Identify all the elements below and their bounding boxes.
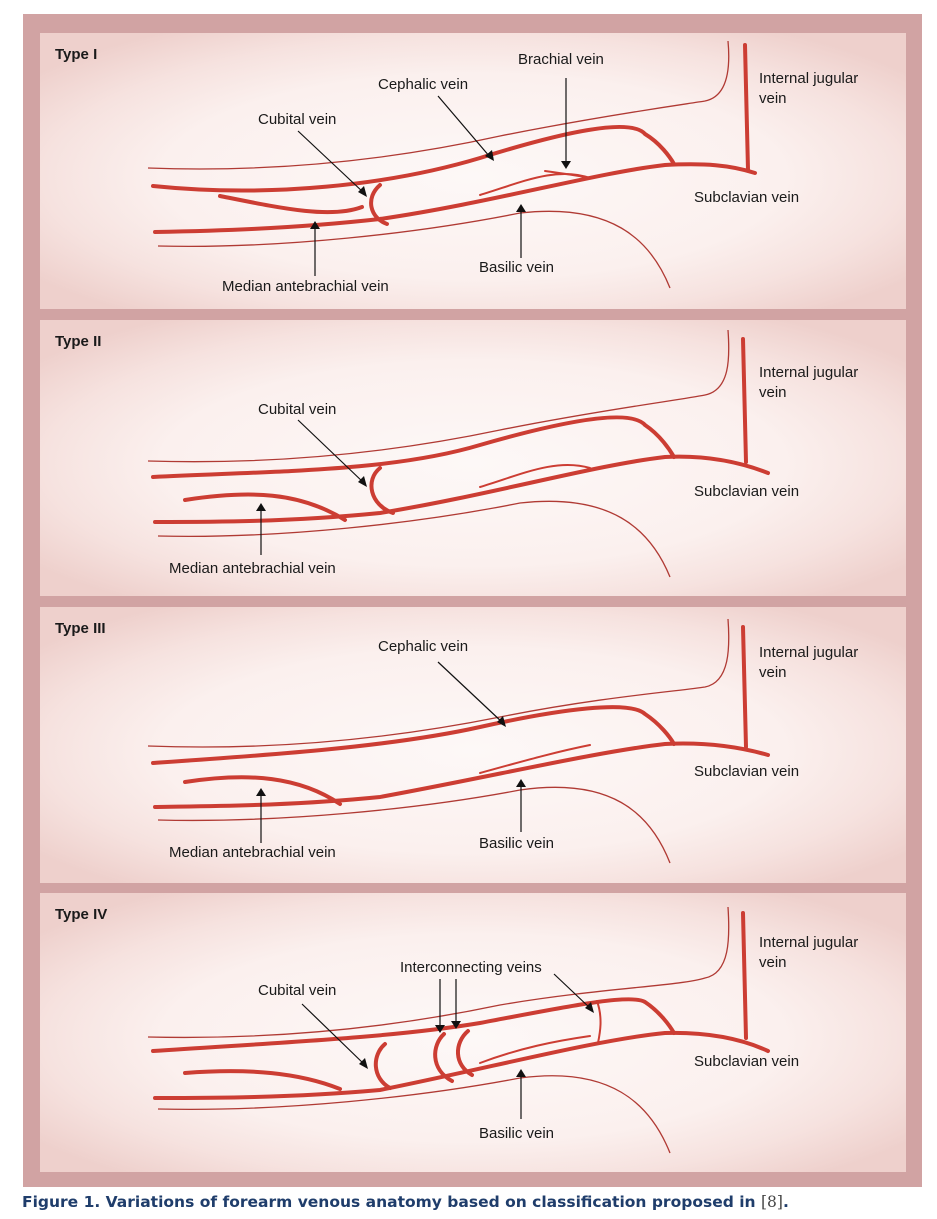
label-basilic-vein: Basilic vein: [479, 1124, 554, 1144]
label-subclavian-vein: Subclavian vein: [694, 762, 799, 782]
cubital-vein: [371, 468, 393, 513]
figure-caption: Figure 1. Variations of forearm venous a…: [22, 1193, 789, 1211]
label-internal-jugular-vein: Internal jugular vein: [759, 643, 889, 683]
label-subclavian-vein: Subclavian vein: [694, 188, 799, 208]
arrow-cubital: [359, 1058, 368, 1069]
arrow-cephalic: [485, 150, 494, 161]
vein-diagram-type-2: [40, 320, 906, 596]
label-cephalic-vein: Cephalic vein: [378, 637, 468, 657]
label-subclavian-vein: Subclavian vein: [694, 1052, 799, 1072]
leader-cephalic: [438, 96, 490, 157]
leader-cephalic: [438, 662, 503, 723]
median-antebrachial-vein: [220, 196, 362, 212]
arm-outline-lower: [158, 1076, 670, 1153]
internal-jugular-vein: [743, 913, 746, 1038]
label-subclavian-vein: Subclavian vein: [694, 482, 799, 502]
internal-jugular-vein: [745, 45, 748, 170]
caption-text: Figure 1. Variations of forearm venous a…: [22, 1193, 756, 1211]
caption-reference[interactable]: [8]: [761, 1193, 783, 1211]
label-median-antebrachial-vein: Median antebrachial vein: [169, 559, 336, 579]
arrow-median: [256, 788, 266, 796]
label-interconnecting-veins: Interconnecting veins: [400, 958, 542, 978]
label-cephalic-vein: Cephalic vein: [378, 75, 468, 95]
subclavian-vein: [155, 164, 755, 232]
arrow-basilic: [516, 204, 526, 212]
label-cubital-vein: Cubital vein: [258, 981, 336, 1001]
arrow-brachial: [561, 161, 571, 169]
arrow-basilic: [516, 779, 526, 787]
internal-jugular-vein: [743, 627, 746, 747]
panel-type-2: Type II Cubital vein Internal jugular ve…: [40, 320, 906, 596]
leader-cubital: [298, 131, 364, 193]
arm-outline-upper: [148, 330, 729, 462]
leader-cubital: [302, 1004, 365, 1065]
interconnecting-vein-3: [597, 1001, 601, 1043]
brachial-vein: [480, 174, 590, 195]
leader-interconnecting-3: [554, 974, 591, 1009]
subclavian-vein: [155, 744, 768, 807]
label-basilic-vein: Basilic vein: [479, 258, 554, 278]
type-label: Type I: [55, 46, 97, 63]
interconnecting-vein-2: [458, 1031, 472, 1075]
arrow-basilic: [516, 1069, 526, 1077]
label-brachial-vein: Brachial vein: [518, 50, 604, 70]
type-label: Type IV: [55, 906, 107, 923]
arm-outline-upper: [148, 41, 729, 169]
label-internal-jugular-vein: Internal jugular vein: [759, 363, 889, 403]
cubital-vein: [376, 1044, 390, 1088]
arrow-median: [256, 503, 266, 511]
subclavian-vein: [155, 457, 768, 522]
panel-type-4: Type IV Internal jugular vein Interconne…: [40, 893, 906, 1172]
label-cubital-vein: Cubital vein: [258, 400, 336, 420]
arrow-cubital: [358, 186, 367, 197]
type-label: Type II: [55, 333, 101, 350]
label-median-antebrachial-vein: Median antebrachial vein: [169, 843, 336, 863]
median-antebrachial-vein: [185, 1071, 340, 1089]
arrow-cubital: [358, 476, 367, 487]
type-label: Type III: [55, 620, 106, 637]
panel-type-1: Type I Brachial vein Cephalic vein Cubit…: [40, 33, 906, 309]
internal-jugular-vein: [743, 339, 746, 462]
label-internal-jugular-vein: Internal jugular vein: [759, 933, 889, 973]
panel-type-3: Type III Cephalic vein Internal jugular …: [40, 607, 906, 883]
leader-cubital: [298, 420, 364, 483]
caption-end: .: [783, 1193, 789, 1211]
cephalic-vein: [153, 127, 674, 191]
label-cubital-vein: Cubital vein: [258, 110, 336, 130]
label-basilic-vein: Basilic vein: [479, 834, 554, 854]
label-median-antebrachial-vein: Median antebrachial vein: [222, 277, 389, 297]
label-internal-jugular-vein: Internal jugular vein: [759, 69, 889, 109]
